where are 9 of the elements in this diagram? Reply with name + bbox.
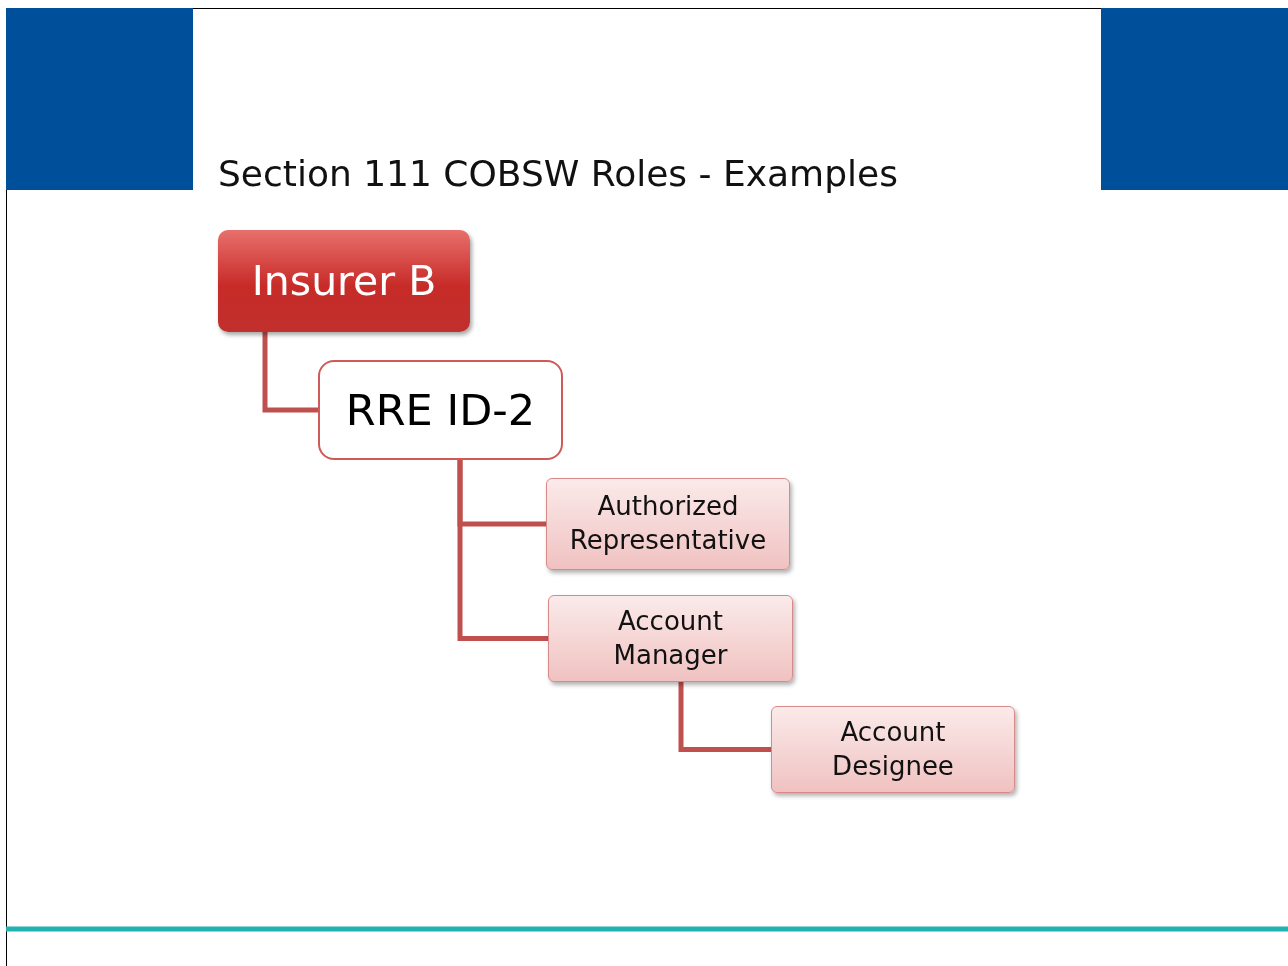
role-box: Authorized Representative bbox=[546, 478, 790, 570]
connector-line bbox=[262, 332, 318, 413]
slide-title: Section 111 COBSW Roles - Examples bbox=[218, 153, 898, 194]
id-box: RRE ID-2 bbox=[318, 360, 563, 460]
root-box: Insurer B bbox=[218, 230, 470, 332]
role-box: Account Manager bbox=[548, 595, 793, 682]
connector-line bbox=[678, 682, 771, 752]
role-box: Account Designee bbox=[771, 706, 1015, 793]
connector-line bbox=[457, 460, 548, 641]
